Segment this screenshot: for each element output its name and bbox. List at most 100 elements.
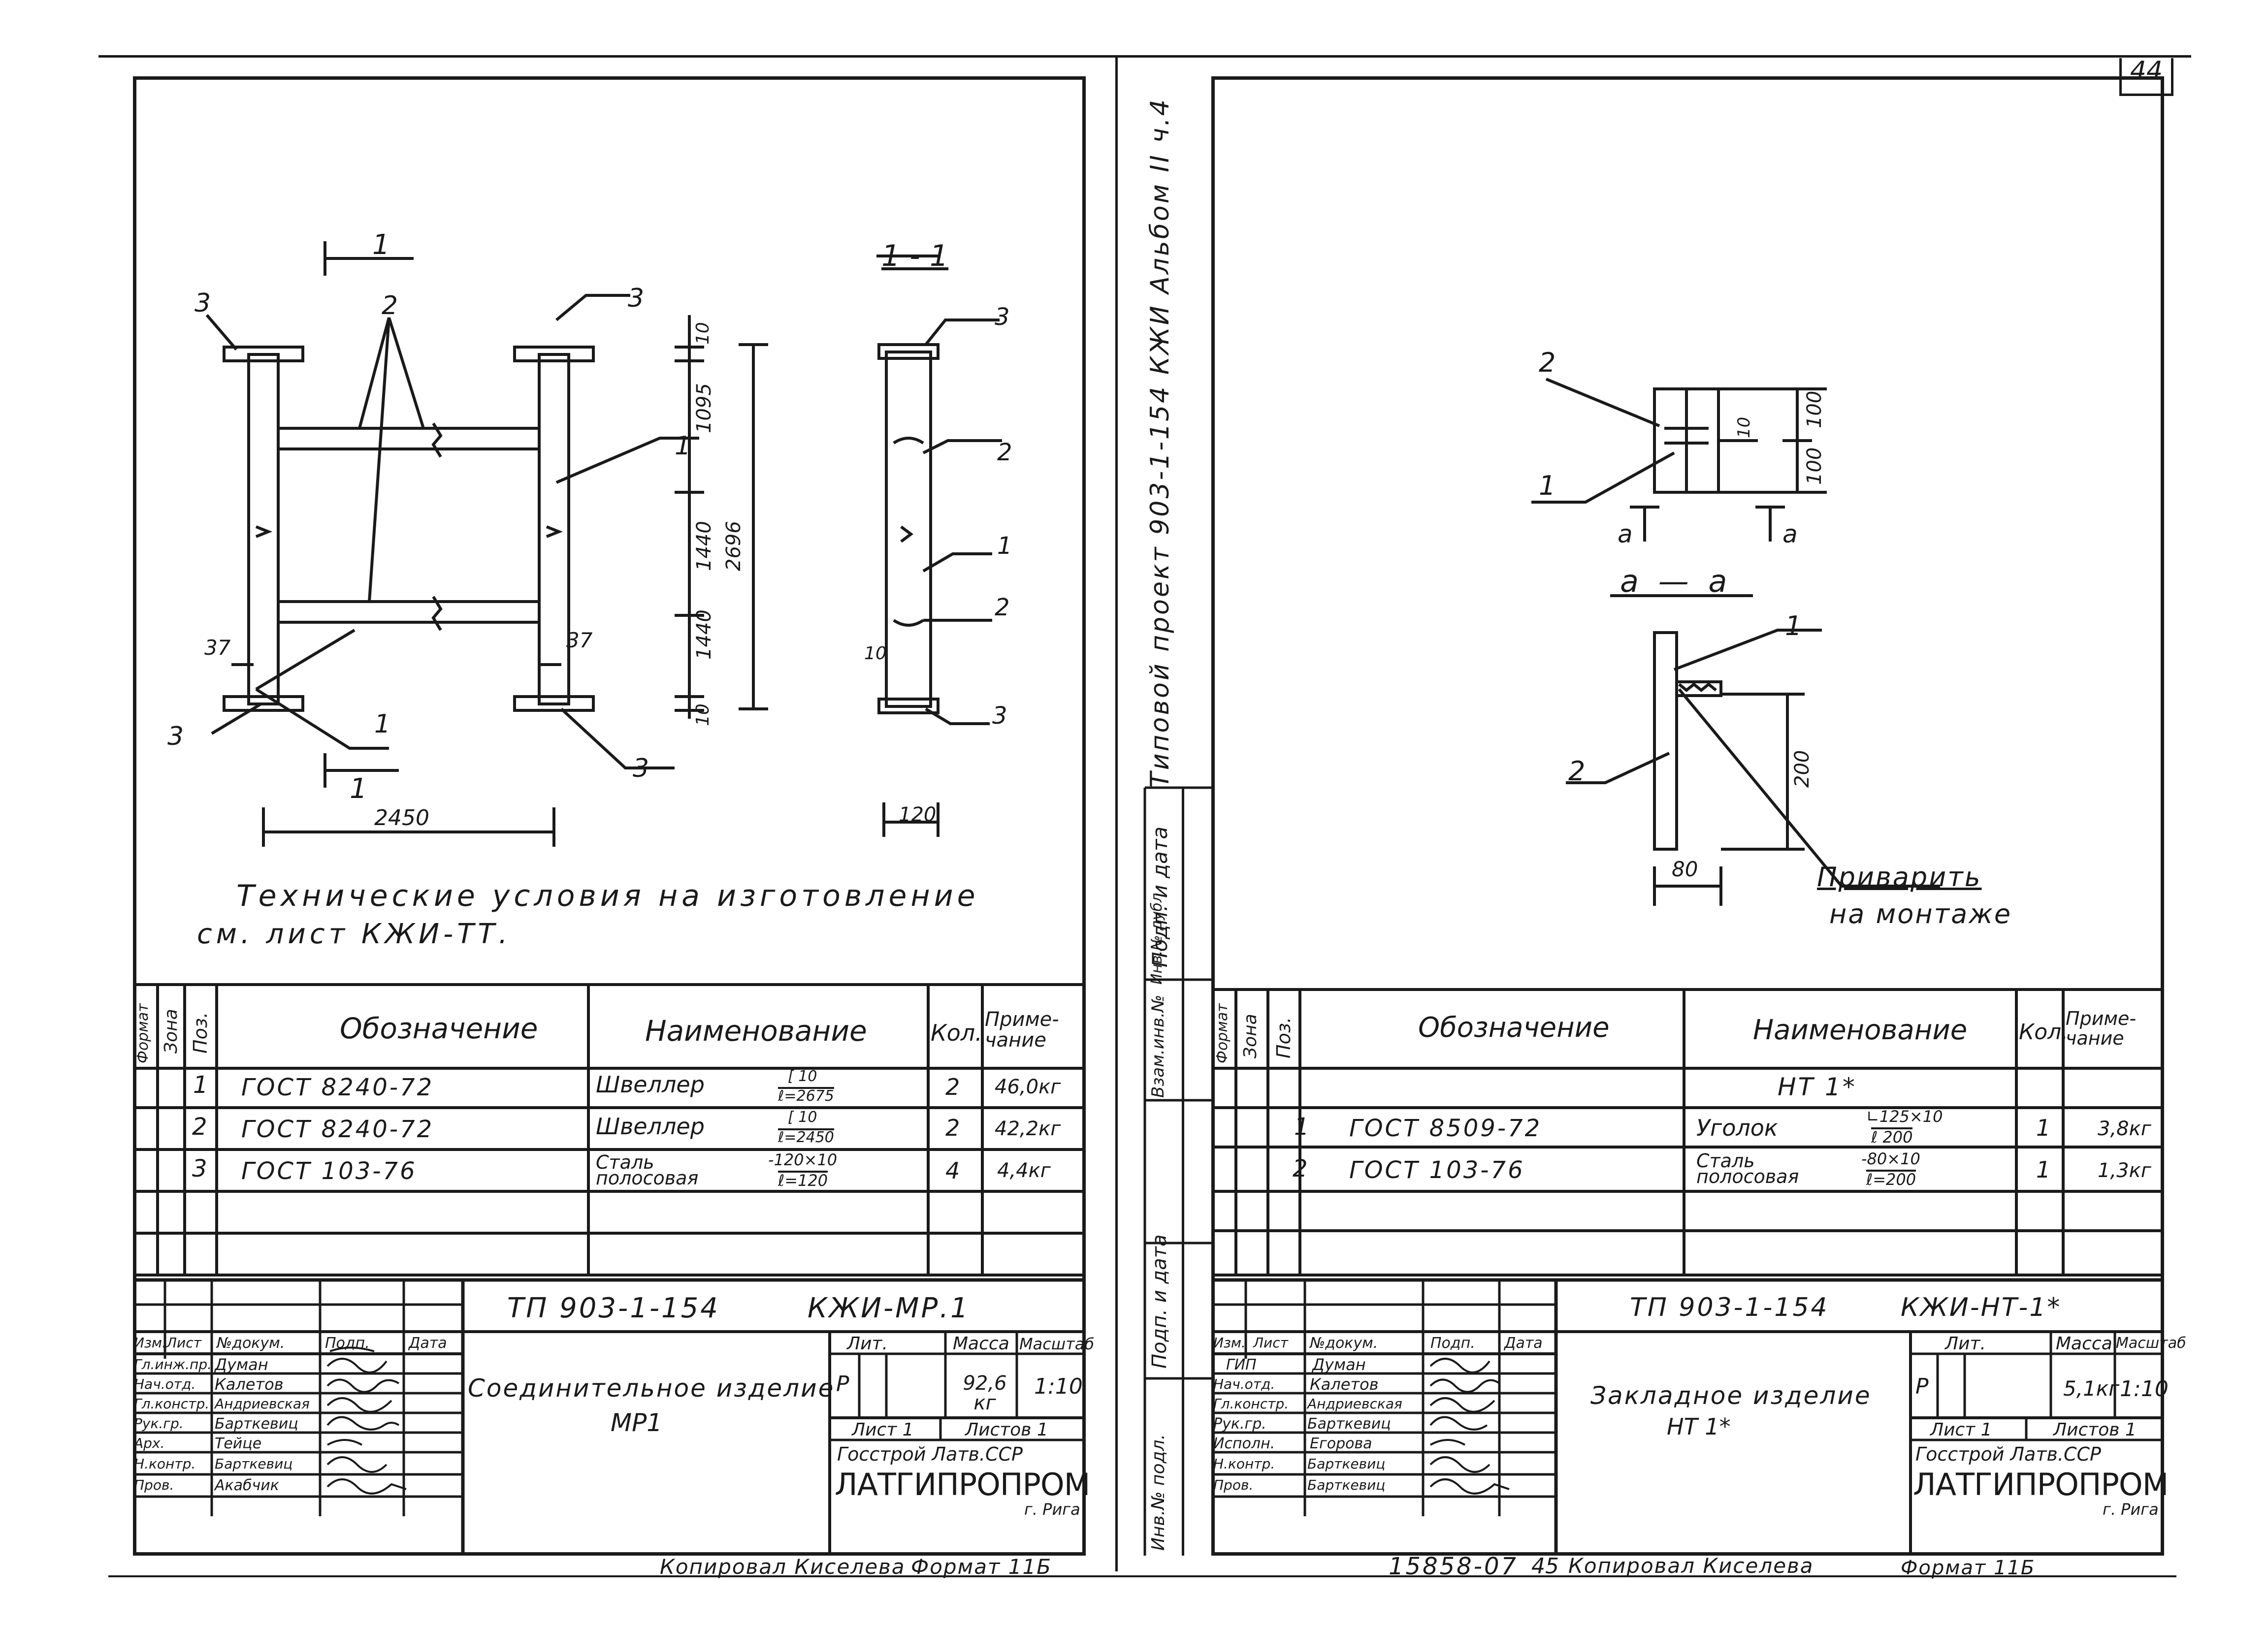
left-spec-row-3-designation: ГОСТ 103-76 [241, 1157, 417, 1185]
right-role-1: ГИП [1226, 1356, 1257, 1373]
dim-37-left: 37 [204, 636, 231, 660]
left-sheet-label: Лист 1 [852, 1420, 914, 1440]
right-callout-1-top: 1 [1539, 470, 1556, 501]
right-sheet-label: Лист 1 [1930, 1420, 1992, 1440]
callout-3-top-right: 3 [628, 284, 645, 313]
right-footer-sheet: 45 [1531, 1554, 1559, 1579]
left-org-line2: ЛАТГИПРОПРОМ [835, 1467, 1090, 1502]
right-lit-value: Р [1915, 1374, 1929, 1399]
left-lit-value: Р [836, 1372, 849, 1397]
left-org-line1: Госстрой Латв.ССР [837, 1443, 1023, 1465]
right-name-2: Калетов [1310, 1375, 1379, 1394]
left-role-1: Гл.инж.пр. [134, 1356, 212, 1373]
section-mark-bottom: 1 [350, 773, 367, 805]
right-callout-1-sec: 1 [1785, 610, 1802, 641]
right-spec-header-note: Приме-чание [2066, 1008, 2137, 1049]
callout-3-top-left: 3 [194, 288, 211, 318]
technical-note-line1: Технические условия на изготовление [236, 879, 979, 913]
left-name-1: Думан [215, 1355, 268, 1374]
dim-2450: 2450 [374, 805, 429, 830]
right-spec-row-1-designation: ГОСТ 8509-72 [1349, 1115, 1542, 1142]
right-spec-row-2-spec-top: -80×10 [1861, 1149, 1920, 1168]
left-spec-row-2-qty: 2 [945, 1115, 960, 1141]
left-sheets-label: Листов 1 [965, 1420, 1048, 1440]
right-spec-row-1-spec-bottom: ℓ 200 [1871, 1127, 1913, 1147]
sec-callout-2-b: 2 [995, 594, 1010, 621]
right-sig-header-doc: №докум. [1310, 1335, 1378, 1352]
left-spec-row-2-note: 42,2кг [995, 1117, 1061, 1140]
right-dim-80: 80 [1672, 857, 1698, 881]
left-spec-header-designation: Обозначение [340, 1012, 538, 1045]
callout-1-mid: 1 [675, 431, 691, 461]
bottom-trim-line [108, 1575, 2176, 1577]
right-name-5: Егорова [1310, 1435, 1372, 1452]
section-mark-top: 1 [372, 229, 390, 261]
right-spec-header-name: Наименование [1753, 1014, 1968, 1046]
left-scale-value: 1:10 [1034, 1374, 1083, 1399]
left-sig-header-izm: Изм. [134, 1335, 166, 1351]
left-footer-copied: Копировал Киселева [660, 1555, 906, 1579]
left-spec-header-qty: Кол. [931, 1020, 982, 1046]
right-mass-value: 5,1кг [2063, 1376, 2120, 1401]
right-footer-format: Формат 11Б [1901, 1557, 2036, 1579]
right-product-name-line1: Закладное изделие [1590, 1381, 1872, 1410]
right-spec-header-designation: Обозначение [1418, 1012, 1610, 1044]
callout-3-bottom-right: 3 [633, 754, 649, 783]
right-footer-copied: Копировал Киселева [1568, 1554, 1814, 1578]
right-scale-value: 1:10 [2120, 1376, 2169, 1402]
left-sig-header-list: Лист [166, 1335, 201, 1351]
left-name-4: Барткевиц [215, 1415, 298, 1433]
right-spec-group-title: НТ 1* [1778, 1073, 1857, 1101]
left-spec-row-2-pos: 2 [192, 1113, 207, 1141]
left-spec-row-1-designation: ГОСТ 8240-72 [241, 1074, 434, 1101]
left-sheet-frame [133, 76, 1086, 1556]
left-product-name-line2: МР1 [611, 1408, 663, 1437]
sec-callout-3-top: 3 [995, 303, 1010, 331]
right-name-4: Барткевиц [1307, 1415, 1391, 1433]
sec-dim-10: 10 [864, 643, 887, 664]
sec-dim-120: 120 [899, 803, 937, 826]
right-spec-row-2-qty: 1 [2036, 1156, 2051, 1183]
right-lit-label: Лит. [1945, 1334, 1986, 1354]
left-footer-format: Формат 11Б [911, 1555, 1052, 1579]
left-spec-row-2-name: Швеллер [596, 1113, 705, 1140]
right-spec-row-1-pos: 1 [1294, 1113, 1309, 1141]
callout-2-top: 2 [382, 291, 398, 320]
left-role-3: Гл.констр. [134, 1396, 210, 1412]
left-sig-header-doc: №докум. [217, 1335, 285, 1352]
right-footer-number: 15858-07 [1389, 1553, 1519, 1580]
right-role-3: Гл.констр. [1213, 1396, 1289, 1412]
right-name-3: Андриевская [1307, 1396, 1402, 1412]
right-callout-2-sec: 2 [1568, 756, 1586, 787]
right-spec-row-2-pos: 2 [1293, 1155, 1308, 1182]
stamp-strip-inner-line [1182, 788, 1184, 1556]
right-role-4: Рук.гр. [1213, 1415, 1266, 1433]
right-weld-note-line1: Приварить [1817, 862, 1982, 893]
right-spec-row-1-qty: 1 [2036, 1115, 2051, 1141]
right-scale-label: Масштаб [2116, 1335, 2186, 1352]
left-spec-row-2-designation: ГОСТ 8240-72 [241, 1116, 434, 1143]
right-sig-header-sign: Подп. [1430, 1335, 1475, 1352]
right-org-line2: ЛАТГИПРОПРОМ [1913, 1467, 2169, 1502]
right-spec-row-2-designation: ГОСТ 103-76 [1349, 1156, 1525, 1184]
left-spec-row-3-pos: 3 [192, 1155, 207, 1182]
left-doc-code-left: ТП 903-1-154 [507, 1292, 720, 1324]
left-spec-row-1-spec-top: [ 10 [788, 1068, 817, 1085]
sec-callout-2-a: 2 [997, 439, 1012, 466]
right-org-line1: Госстрой Латв.ССР [1915, 1443, 2101, 1465]
right-product-name-line2: НТ 1* [1667, 1413, 1731, 1440]
technical-note-line2: см. лист КЖИ-ТТ. [197, 918, 512, 950]
left-name-2: Калетов [215, 1375, 284, 1394]
left-name-3: Андриевская [215, 1396, 310, 1412]
left-spec-row-3-note: 4,4кг [997, 1159, 1051, 1182]
right-name-1: Думан [1312, 1355, 1366, 1374]
